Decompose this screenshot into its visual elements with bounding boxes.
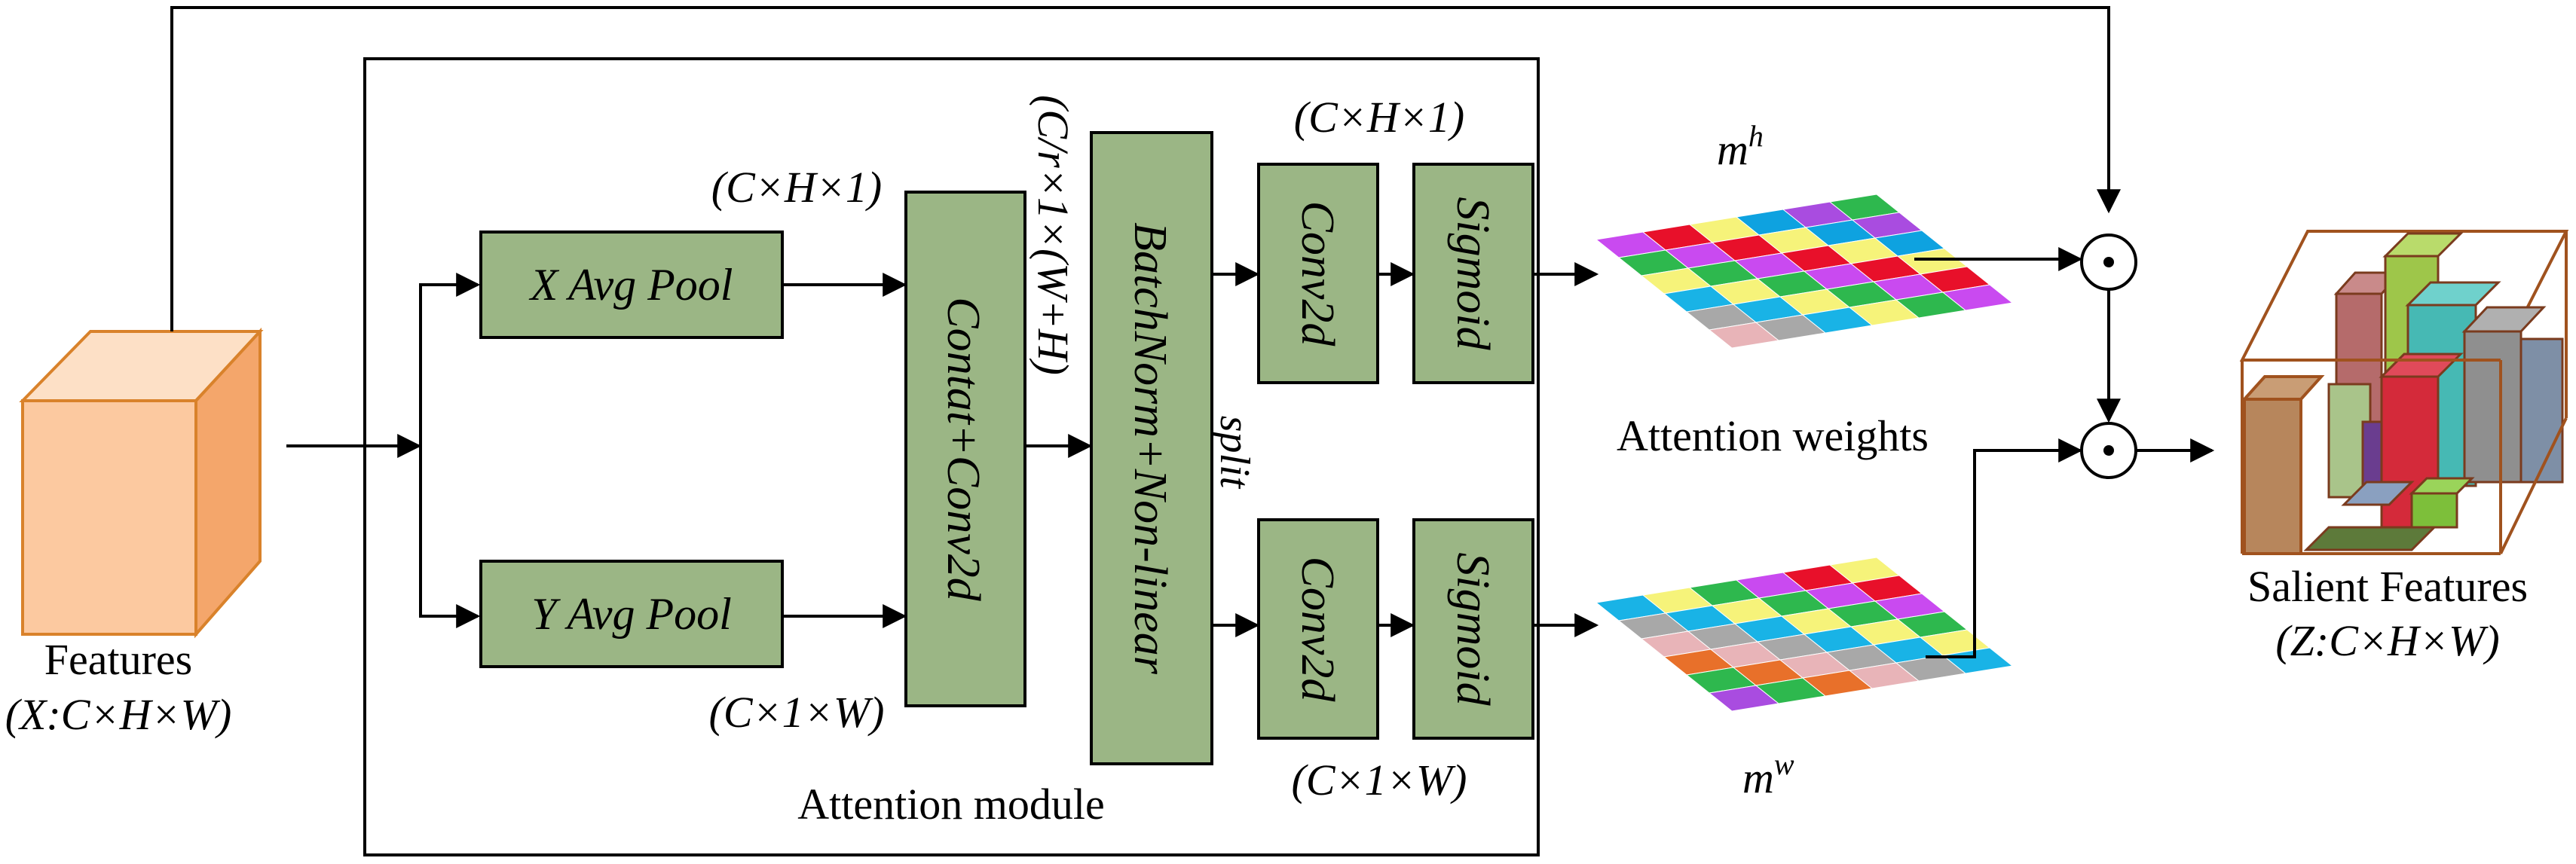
sigmoid-bottom-label: Sigmoid: [1447, 552, 1498, 706]
output-shape: (Z:C×H×W): [2275, 616, 2499, 665]
mh-label: mh: [1717, 119, 1764, 174]
output-salient-feature-cube: [2239, 230, 2569, 555]
input-feature-cube: [19, 327, 264, 639]
x-avg-pool-block: [479, 231, 784, 339]
mw-label: mw: [1742, 747, 1794, 802]
top-branch-shape-label: (C×H×1): [1294, 93, 1464, 142]
bottom-branch-shape-label: (C×1×W): [1292, 756, 1467, 804]
attention-module-label: Attention module: [797, 780, 1105, 829]
conv2d-bottom-label: Conv2d: [1292, 557, 1343, 703]
residual-connection-line: [170, 6, 2121, 331]
concat-shape-label: (C/r×1×(W+H): [1029, 95, 1078, 375]
conv2d-bottom-block: [1257, 518, 1379, 740]
batchnorm-block: [1090, 131, 1213, 765]
y-avg-pool-block: [479, 560, 784, 668]
x-avg-pool-label: X Avg Pool: [529, 260, 733, 310]
conv2d-top-block: [1257, 163, 1379, 384]
mh-base: m: [1717, 125, 1748, 174]
sigmoid-top-block: [1412, 163, 1534, 384]
multiply-node-bottom: [2080, 422, 2137, 479]
sigmoid-bottom-block: [1412, 518, 1534, 740]
attention-weights-label: Attention weights: [1617, 411, 1929, 460]
attention-weight-map-w: [1595, 557, 2014, 712]
input-label: Features: [44, 635, 193, 684]
attention-module-frame: [363, 57, 1540, 856]
output-label: Salient Features: [2247, 562, 2528, 611]
mh-superscript: h: [1748, 119, 1764, 153]
x-pool-shape-label: (C×H×1): [711, 163, 882, 212]
y-avg-pool-label: Y Avg Pool: [531, 589, 732, 639]
y-pool-shape-label: (C×1×W): [709, 688, 885, 737]
input-shape: (X:C×H×W): [5, 690, 232, 739]
attention-weight-map-h: [1595, 194, 2014, 349]
batchnorm-label: BatchNorm+Non-linear: [1124, 222, 1176, 675]
conv2d-top-label: Conv2d: [1292, 201, 1343, 347]
concat-conv-block: [904, 191, 1026, 707]
weight-cell: [1941, 284, 2014, 311]
concat-conv-label: Contat+Conv2d: [938, 297, 989, 602]
sigmoid-top-label: Sigmoid: [1447, 197, 1498, 350]
split-label: split: [1211, 416, 1258, 490]
mw-to-multiply-arrow: [1926, 438, 2083, 658]
multiply-node-top: [2080, 234, 2137, 291]
mw-superscript: w: [1774, 747, 1794, 781]
mw-base: m: [1742, 753, 1774, 802]
